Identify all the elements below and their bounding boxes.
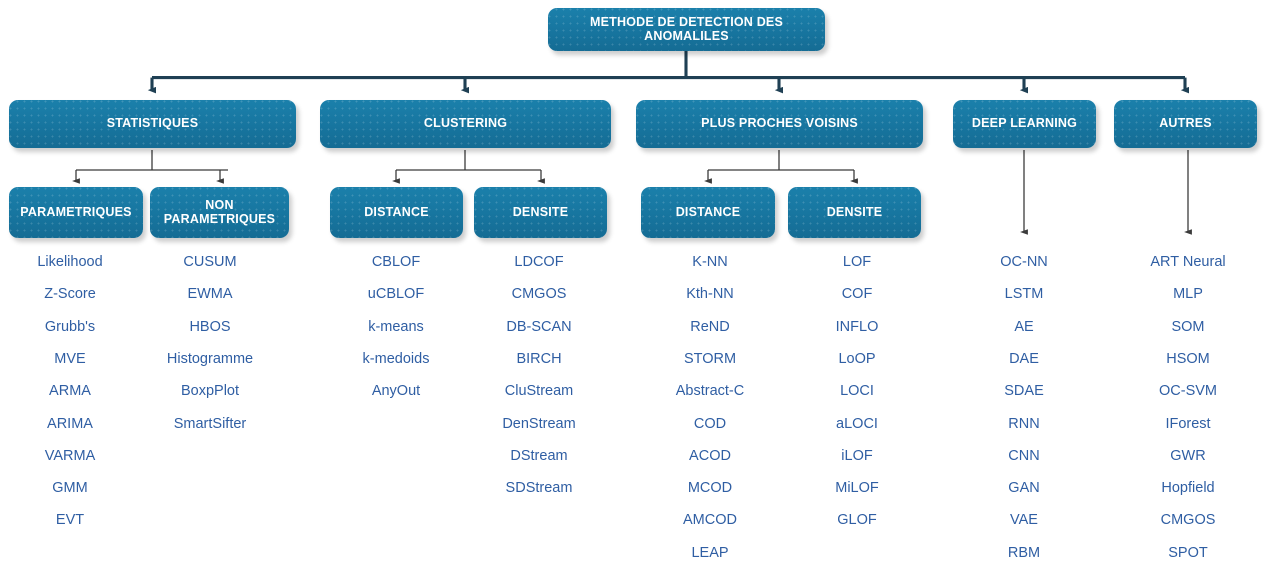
leaf-item-deep-learning: AE [1014,318,1034,335]
leaf-item-deep-learning: DAE [1009,350,1039,367]
leaf-item-clustering-densite: BIRCH [516,350,562,367]
branch-wires-statistiques [72,150,228,184]
sub-node-label: DENSITE [826,204,883,219]
sub-node-voisins-distance[interactable]: DISTANCE [641,187,775,238]
sub-node-label: DENSITE [512,204,569,219]
leaf-item-voisins-distance: COD [693,415,727,432]
leaf-item-parametriques: EVT [55,512,85,529]
leaf-item-voisins-densite: iLOF [841,447,873,464]
leaf-item-non-parametriques: EWMA [187,286,233,303]
leaf-item-voisins-densite: GLOF [837,512,877,529]
leaf-item-autres: SOM [1171,318,1205,335]
leaf-item-voisins-densite: INFLO [835,318,879,335]
branch-node-label: CLUSTERING [423,116,508,131]
leaf-item-voisins-distance: AMCOD [683,512,737,529]
branch-node-label: PLUS PROCHES VOISINS [701,116,858,131]
leaf-item-clustering-densite: DenStream [502,415,576,432]
leaf-item-parametriques: MVE [54,350,86,367]
leaf-item-deep-learning: GAN [1008,480,1040,497]
leaf-item-autres: OC-SVM [1159,383,1217,400]
leaf-item-parametriques: ARIMA [47,415,93,432]
root-node-label: METHODE DE DETECTION DES ANOMALILES [589,14,783,43]
trunk-drops [147,77,1190,94]
root-node[interactable]: METHODE DE DETECTION DES ANOMALILES [548,8,825,51]
branch-node-label: STATISTIQUES [106,116,199,131]
leaf-item-clustering-densite: SDStream [505,480,573,497]
leaf-item-autres: MLP [1173,286,1203,303]
leaf-item-deep-learning: RBM [1007,544,1041,561]
leaf-item-voisins-distance: ACOD [689,447,731,464]
leaf-item-clustering-distance: k-medoids [362,350,430,367]
leaf-item-non-parametriques: CUSUM [183,254,237,270]
leaf-item-clustering-distance: uCBLOF [367,286,425,303]
branch-wires-leaf-groups [1020,150,1192,235]
leaf-item-clustering-densite: CluStream [504,383,574,400]
leaf-item-autres: GWR [1170,447,1206,464]
leaf-item-parametriques: GMM [52,480,88,497]
leaf-item-deep-learning: LSTM [1004,286,1044,303]
leaf-item-autres: IForest [1165,415,1211,432]
leaf-item-clustering-densite: LDCOF [514,254,564,270]
leaf-item-voisins-distance: LEAP [691,544,729,561]
leaf-item-voisins-densite: LOCI [840,383,874,400]
leaf-item-clustering-distance: CBLOF [371,254,421,270]
leaf-item-deep-learning: VAE [1010,512,1038,529]
leaf-item-voisins-densite: aLOCI [836,415,878,432]
leaf-item-voisins-distance: Kth-NN [686,286,734,303]
sub-node-label: DISTANCE [364,204,429,219]
leaf-item-voisins-distance: Abstract-C [675,383,745,400]
sub-node-clustering-distance[interactable]: DISTANCE [330,187,463,238]
sub-node-label: NON PARAMETRIQUES [163,197,276,226]
leaf-item-parametriques: VARMA [44,447,96,464]
leaf-item-non-parametriques: BoxpPlot [180,383,240,400]
leaf-item-deep-learning: OC-NN [1000,254,1048,270]
leaf-item-non-parametriques: SmartSifter [173,415,247,432]
branch-node-label: DEEP LEARNING [971,116,1078,131]
branch-wires-clustering [392,150,545,184]
branch-node-label: AUTRES [1159,116,1212,131]
branch-node-plus-proches-voisins[interactable]: PLUS PROCHES VOISINS [636,100,923,148]
leaf-item-voisins-densite: MiLOF [835,480,879,497]
sub-node-label: DISTANCE [675,204,741,219]
leaf-item-autres: CMGOS [1160,512,1216,529]
sub-node-parametriques[interactable]: PARAMETRIQUES [9,187,143,238]
leaf-item-deep-learning: CNN [1008,447,1040,464]
leaf-item-clustering-densite: DStream [510,447,568,464]
leaf-item-clustering-densite: CMGOS [511,286,567,303]
branch-node-statistiques[interactable]: STATISTIQUES [9,100,296,148]
leaf-item-parametriques: Grubb's [44,318,96,335]
leaf-item-voisins-distance: ReND [690,318,730,335]
branch-node-clustering[interactable]: CLUSTERING [320,100,611,148]
leaf-item-non-parametriques: HBOS [189,318,231,335]
leaf-item-clustering-distance: AnyOut [371,383,421,400]
sub-node-clustering-densite[interactable]: DENSITE [474,187,607,238]
leaf-item-deep-learning: SDAE [1004,383,1044,400]
leaf-item-voisins-densite: LOF [842,254,872,270]
sub-node-non-parametriques[interactable]: NON PARAMETRIQUES [150,187,289,238]
leaf-item-autres: HSOM [1166,350,1210,367]
leaf-item-clustering-densite: DB-SCAN [506,318,572,335]
sub-node-label: PARAMETRIQUES [20,204,132,219]
leaf-item-parametriques: Z-Score [44,286,96,303]
leaf-item-clustering-distance: k-means [368,318,424,335]
branch-wires-voisins [704,150,858,184]
trunk-wires [152,51,1185,80]
leaf-item-autres: SPOT [1168,544,1208,561]
leaf-item-voisins-distance: MCOD [687,480,733,497]
leaf-item-autres: Hopfield [1161,480,1215,497]
leaf-item-parametriques: Likelihood [37,254,103,270]
branch-node-autres[interactable]: AUTRES [1114,100,1257,148]
leaf-item-autres: ART Neural [1150,254,1226,270]
leaf-item-voisins-distance: STORM [683,350,737,367]
leaf-item-deep-learning: RNN [1008,415,1040,432]
leaf-item-non-parametriques: Histogramme [166,350,254,367]
branch-node-deep-learning[interactable]: DEEP LEARNING [953,100,1096,148]
leaf-item-parametriques: ARMA [49,383,91,400]
leaf-item-voisins-densite: LoOP [838,350,876,367]
leaf-item-voisins-distance: K-NN [692,254,728,270]
sub-node-voisins-densite[interactable]: DENSITE [788,187,921,238]
leaf-item-voisins-densite: COF [841,286,873,303]
